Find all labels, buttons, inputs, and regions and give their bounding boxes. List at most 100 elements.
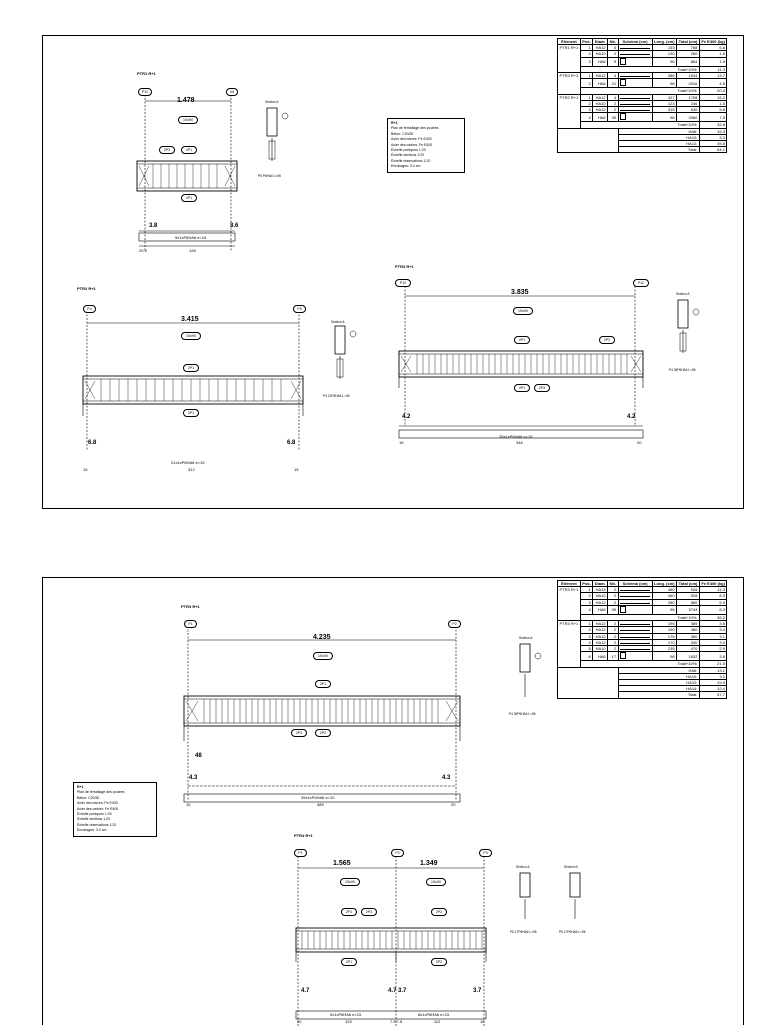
table-cell [617, 50, 653, 58]
table-header: Total (cm) [676, 37, 700, 46]
section-note: P4 21P6HA6 L=96 [323, 394, 350, 398]
total-label: Total+10%: [579, 65, 700, 74]
bar-shape-icon [620, 593, 651, 598]
note-line: Échelle réservations 1:20 [391, 158, 431, 163]
table-cell: 260 [676, 50, 700, 58]
anchor-length: 48 [195, 753, 202, 759]
table-cell: 2.9 [698, 644, 728, 653]
beam-elevation-ptr3 [183, 626, 461, 803]
total-value: 11.3 [698, 65, 728, 74]
note-line: Enrobages: 3.0 cm [391, 164, 421, 169]
dimension-mid: 389 [317, 802, 324, 807]
axis-marker-left: P10 [395, 279, 411, 287]
table-cell [617, 592, 653, 600]
table-header: Long. (cm) [651, 579, 678, 588]
edge-dimension-2: 4.7 [388, 988, 397, 994]
table-cell: 13.7 [698, 71, 728, 80]
bar-shape-icon [620, 605, 627, 613]
table-cell: 35 [607, 112, 619, 123]
edge-dimension-1: 4.7 [301, 988, 310, 994]
table-cell: 4 [579, 604, 594, 616]
bar-callout-bottom-1: 2P1 [341, 958, 357, 966]
table-cell [617, 620, 653, 628]
bar-callout-mid: 2P1 [315, 680, 331, 688]
note-line: Échelle réservations 1:20 [77, 822, 117, 827]
edge-dimension-left: 3.8 [149, 223, 158, 229]
table-cell: 4 [607, 71, 619, 80]
table-cell: 246 [676, 99, 700, 108]
beam-elevation-ptr3 [398, 286, 644, 439]
section-label-b: Section B [564, 865, 578, 869]
table-cell [617, 78, 653, 89]
dimension-4: 112 [434, 1019, 441, 1024]
edge-dimension-left: 4.2 [402, 414, 411, 420]
bar-callout-mid-1b: 2P3 [361, 908, 377, 916]
bar-shape-icon [620, 646, 651, 651]
bar-shape-icon [620, 621, 651, 626]
bar-callout-top: 1Sx90 [313, 652, 333, 660]
bar-shape-icon [620, 101, 651, 105]
bar-shape-icon [620, 634, 651, 638]
table-cell: 2 [607, 644, 619, 653]
table-cell [617, 56, 653, 67]
beam-title-ptr1: PTR1 R+1 [137, 71, 156, 76]
table-cell [617, 586, 653, 594]
note-line: Échelle sections 1:20 [391, 153, 425, 158]
table-header: Long. (cm) [651, 37, 678, 46]
note-line: Béton: C20/30 [391, 131, 414, 136]
bar-callout-bottom-left: 2P1 [514, 384, 530, 392]
stirrup-spec-2: 8x1xP6HA6 e=15 [418, 1012, 450, 1017]
section-note: P4 39P6HA6 L=96 [509, 712, 536, 716]
bar-shape-icon [620, 652, 627, 660]
edge-dimension-left: 4.3 [189, 775, 198, 781]
total-label: Total+10%: [579, 87, 700, 95]
bar-callout-mid-right: 2P1 [181, 146, 197, 154]
note-line: Enrobages: 3.0 cm [77, 828, 107, 833]
table-cell [617, 644, 653, 653]
summary-value: 57.7 [698, 691, 728, 699]
bar-callout-top: 1Sx90 [181, 332, 201, 340]
bar-callout-bottom-right: 2P2 [315, 729, 331, 737]
bar-callout-bottom-right: 2P3 [534, 384, 550, 392]
dimension-right: 20 [637, 440, 642, 445]
table-cell [617, 604, 653, 616]
table-cell: 96 [651, 56, 678, 67]
edge-dimension-right: 4.3 [442, 775, 451, 781]
bar-callout-mid-left: 2P3 [159, 146, 175, 154]
note-line: Échelle sections 1:20 [77, 817, 111, 822]
note-line: Plan de ferraillage des poutres [77, 790, 125, 795]
span-dimension: 1.478 [177, 97, 195, 104]
table-cell: HA6 [592, 112, 609, 123]
span-dimension-2: 1.349 [420, 860, 438, 867]
table-cell: 9 [607, 56, 619, 67]
table-cell: 1.5 [698, 99, 728, 108]
bar-callout-bottom-2: 2P2 [431, 958, 447, 966]
axis-marker-right: P11 [633, 279, 649, 287]
summary-label: Total: [617, 691, 700, 699]
table-cell: 2016 [676, 78, 700, 89]
summary-value: 64.1 [698, 146, 728, 154]
table-cell: 123 [651, 99, 678, 108]
section-note-a: P6 17P6HA6 L=96 [510, 930, 537, 934]
total-row: Total+10%:11.3 [558, 65, 728, 74]
table-cell: 3360 [676, 112, 700, 123]
table-cell: 5.6 [698, 105, 728, 114]
note-line: Acier des barres: Fe E400 [77, 801, 118, 806]
table-cell: 4.5 [698, 78, 728, 89]
note-line: Acier des barres: Fe E400 [391, 137, 432, 142]
edge-dimension-right: 6.8 [287, 440, 296, 446]
bar-shape-icon [620, 627, 651, 632]
bar-shape-icon [620, 107, 651, 112]
beam-title-ptr3: PTR3 R+1 [181, 604, 200, 609]
